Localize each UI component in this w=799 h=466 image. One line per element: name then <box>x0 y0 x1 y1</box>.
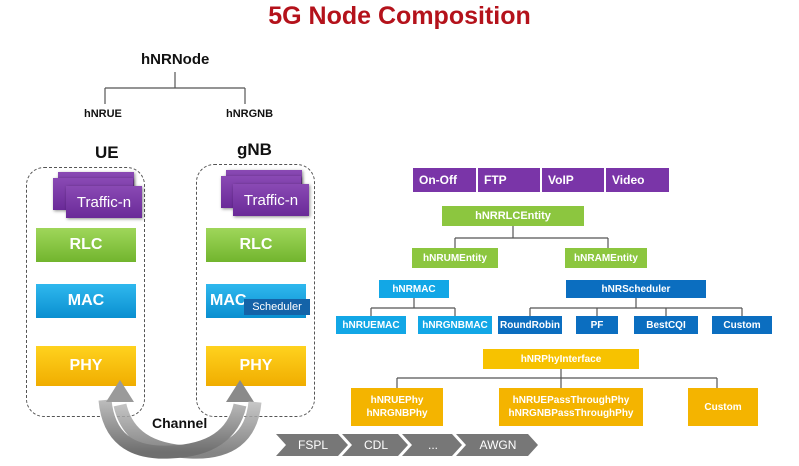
channel-arrows <box>98 380 262 459</box>
ue-mac-node: hNRUEMAC <box>336 316 406 334</box>
channel-models: FSPL CDL ... AWGN <box>276 434 538 456</box>
hnrnode-label: hNRNode <box>141 51 210 68</box>
gnb-passthrough-label: hNRGNBPassThroughPhy <box>508 408 634 419</box>
um-entity-node: hNRUMEntity <box>412 248 498 268</box>
passthrough-phy-node: hNRUEPassThroughPhy hNRGNBPassThroughPhy <box>499 388 643 426</box>
scheduler-bestcqi: BestCQI <box>634 316 698 334</box>
ue-phy-label: hNRUEPhy <box>370 395 424 406</box>
arrow-head-right-icon <box>226 380 254 402</box>
chevron-shapes <box>276 434 538 456</box>
phy-custom-node: Custom <box>688 388 758 426</box>
arrow-head-left-icon <box>106 380 134 402</box>
gnb-mac-node: hNRGNBMAC <box>418 316 492 334</box>
scheduler-custom: Custom <box>712 316 772 334</box>
hnrue-label: hNRUE <box>84 108 122 120</box>
model-awgn: AWGN <box>479 438 517 452</box>
ue-traffic-box: Traffic-n <box>66 186 142 218</box>
scheduler-badge: Scheduler <box>244 299 310 315</box>
apps-row: On-Off FTP VoIP Video <box>413 168 669 192</box>
app-on-off: On-Off <box>413 168 476 192</box>
mac-node: hNRMAC <box>379 280 449 298</box>
hnrgnb-label: hNRGNB <box>226 108 274 120</box>
model-ellipsis: ... <box>427 438 438 452</box>
gnb-heading: gNB <box>237 140 272 159</box>
gnb-phy-label: hNRGNBPhy <box>366 408 428 419</box>
model-cdl: CDL <box>363 438 388 452</box>
app-voip: VoIP <box>542 168 604 192</box>
scheduler-pf: PF <box>576 316 618 334</box>
phy-interface-node: hNRPhyInterface <box>483 349 639 369</box>
channel-label: Channel <box>152 415 208 431</box>
model-fspl: FSPL <box>297 438 328 452</box>
phy-node: hNRUEPhy hNRGNBPhy <box>351 388 443 426</box>
gnb-traffic-box: Traffic-n <box>233 184 309 216</box>
channel-arrow-left <box>113 401 262 459</box>
ue-passthrough-label: hNRUEPassThroughPhy <box>512 395 630 406</box>
ue-heading: UE <box>95 143 119 162</box>
ue-mac-box: MAC <box>36 284 136 318</box>
page-title: 5G Node Composition <box>268 2 531 30</box>
app-video: Video <box>606 168 669 192</box>
scheduler-roundrobin: RoundRobin <box>498 316 562 334</box>
ue-phy-box: PHY <box>36 346 136 386</box>
gnb-phy-box: PHY <box>206 346 306 386</box>
app-ftp: FTP <box>478 168 540 192</box>
am-entity-node: hNRAMEntity <box>565 248 647 268</box>
ue-rlc-box: RLC <box>36 228 136 262</box>
gnb-rlc-box: RLC <box>206 228 306 262</box>
scheduler-node: hNRScheduler <box>566 280 706 298</box>
ue-container <box>26 167 145 417</box>
rlc-entity-node: hNRRLCEntity <box>442 206 584 226</box>
